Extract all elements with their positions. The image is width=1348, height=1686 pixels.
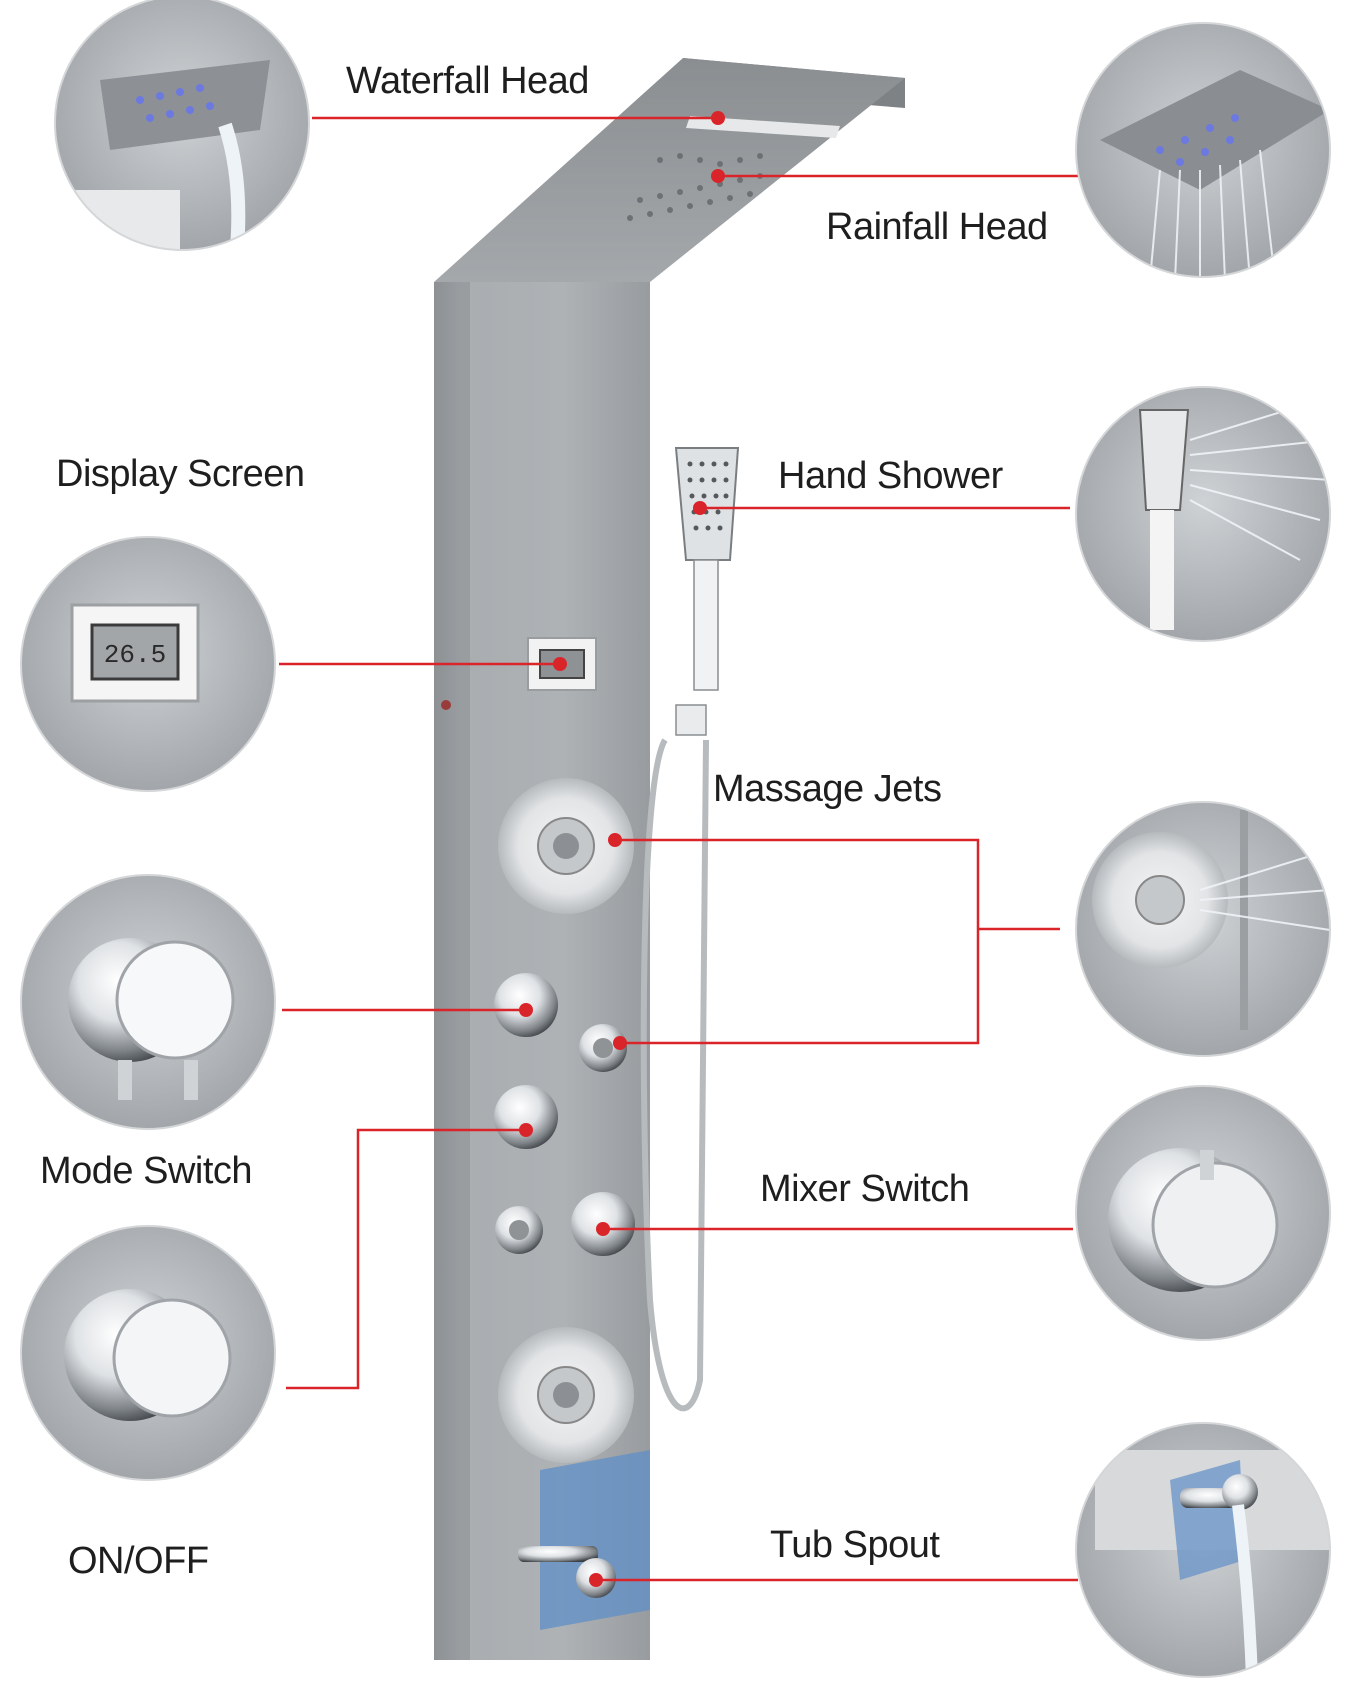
label-massage-jets: Massage Jets bbox=[713, 768, 942, 810]
label-hand-shower: Hand Shower bbox=[778, 455, 1003, 497]
leader-lines bbox=[279, 116, 1085, 1582]
mode-knob-icon bbox=[21, 875, 275, 1129]
massage-jet-detail bbox=[1076, 802, 1330, 1056]
massage-jet-icon bbox=[498, 778, 634, 1463]
label-waterfall-head: Waterfall Head bbox=[346, 60, 589, 102]
tub-spout-detail bbox=[1076, 1423, 1330, 1677]
thermometer-display-icon bbox=[21, 537, 275, 791]
shower-panel-icon bbox=[434, 58, 905, 1660]
display-temperature: 26.5 bbox=[104, 640, 166, 670]
label-mixer-switch: Mixer Switch bbox=[760, 1168, 970, 1210]
waterfall-head-icon bbox=[55, 0, 309, 250]
on-off-knob-icon bbox=[21, 1226, 275, 1480]
label-mode-switch: Mode Switch bbox=[40, 1150, 253, 1192]
label-rainfall-head: Rainfall Head bbox=[826, 206, 1048, 248]
rainfall-head-icon bbox=[1076, 23, 1330, 277]
label-display-screen: Display Screen bbox=[56, 453, 305, 495]
label-tub-spout: Tub Spout bbox=[770, 1524, 940, 1566]
hand-shower-icon bbox=[640, 447, 740, 1412]
mixer-knob-icon bbox=[1076, 1086, 1330, 1340]
hand-shower-detail bbox=[1076, 387, 1330, 641]
label-on-off: ON/OFF bbox=[68, 1540, 209, 1582]
